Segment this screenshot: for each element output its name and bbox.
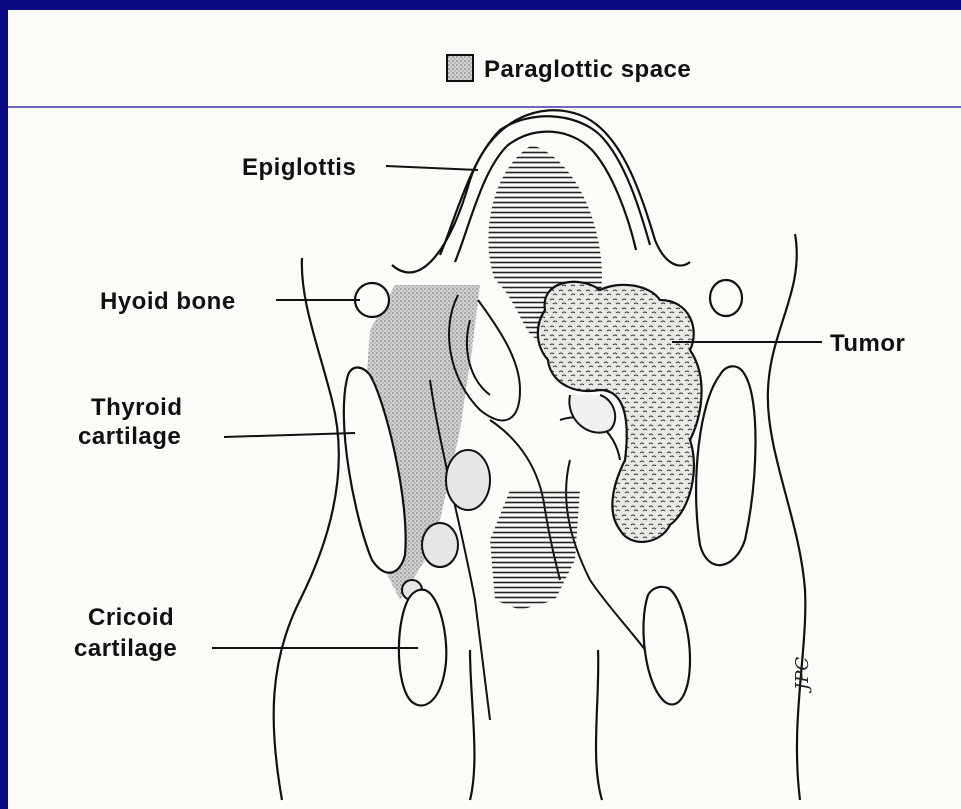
label-tumor: Tumor (830, 330, 905, 357)
figure-panel: Paraglottic space (8, 10, 961, 809)
legend-swatch (447, 55, 473, 81)
label-hyoid-bone: Hyoid bone (100, 288, 236, 315)
right-ventricle-fold (569, 395, 615, 433)
epiglottis-leader (386, 166, 478, 170)
label-thyroid-line1: Thyroid (91, 394, 183, 421)
legend: Paraglottic space (447, 55, 691, 83)
label-thyroid-line2: cartilage (78, 423, 181, 450)
label-cricoid-line1: Cricoid (88, 604, 174, 631)
legend-paraglottic-space: Paraglottic space (484, 56, 691, 83)
larynx-diagram: Paraglottic space (8, 10, 961, 809)
artist-signature: JPC (792, 657, 813, 694)
label-cricoid-line2: cartilage (74, 635, 177, 662)
cricoid-cartilage (399, 587, 690, 706)
label-epiglottis: Epiglottis (242, 154, 356, 181)
subglottic-hatched-region (490, 490, 580, 610)
thyroid-leader (224, 433, 355, 437)
